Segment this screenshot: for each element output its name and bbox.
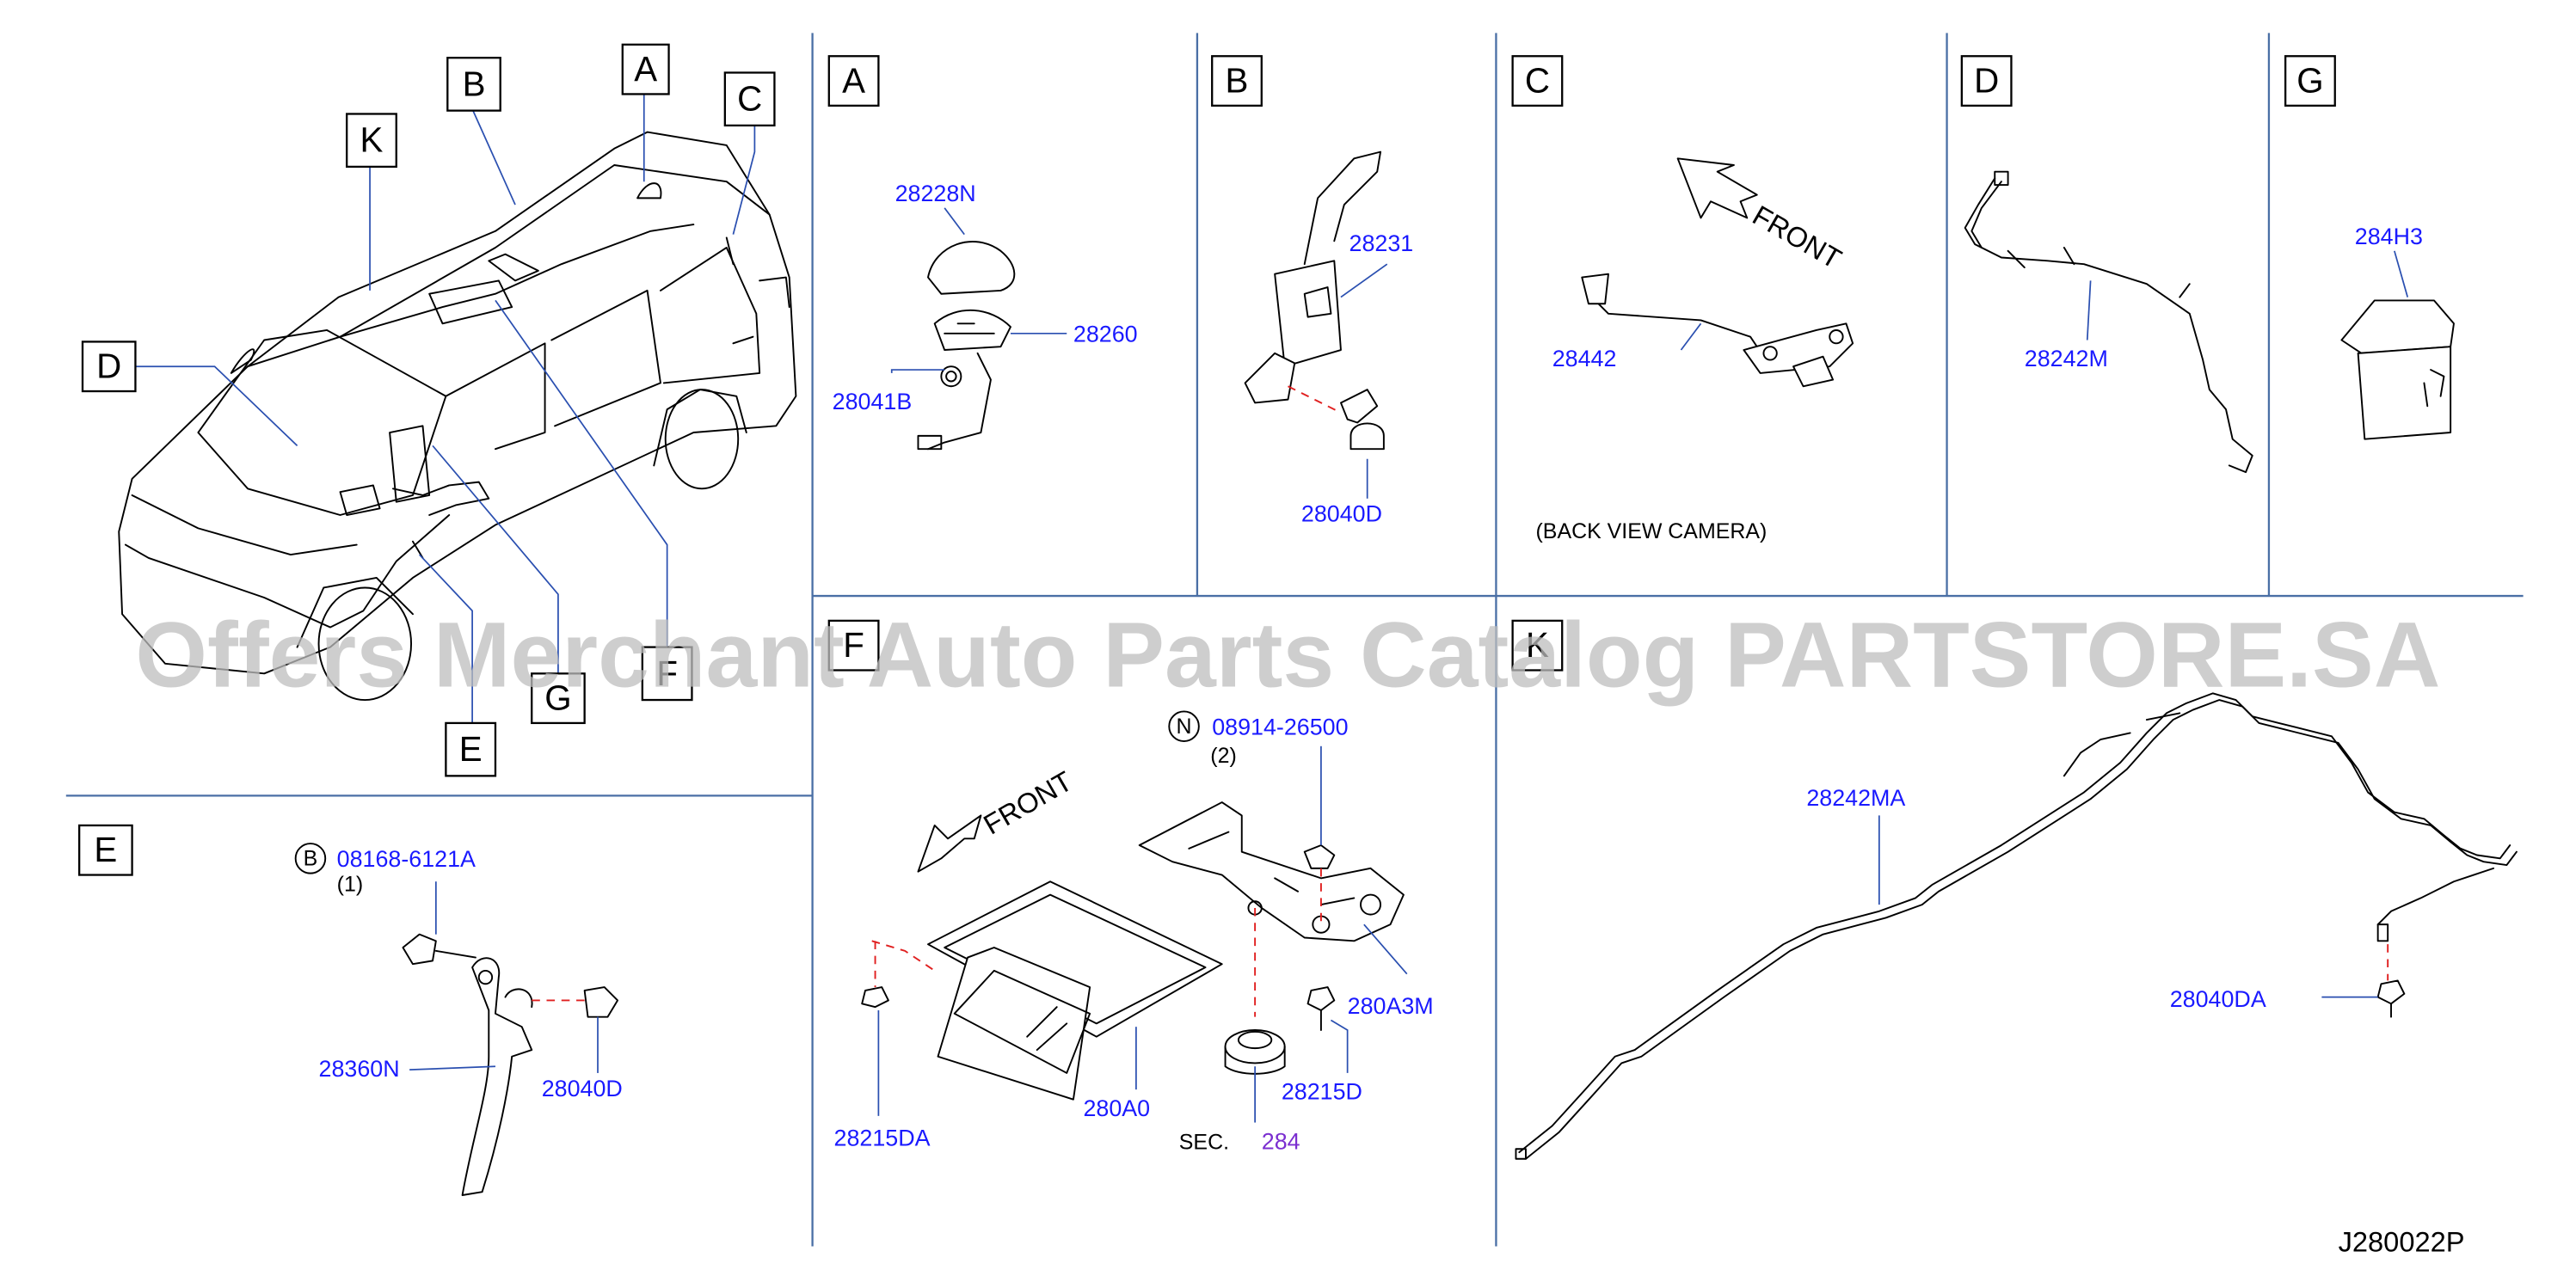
svg-text:A: A [634, 50, 657, 89]
part-28442: 28442 [1552, 346, 1617, 371]
svg-text:C: C [737, 80, 762, 119]
part-28215D: 28215D [1282, 1079, 1362, 1105]
panel-a: A 28228N 28260 28041B [827, 55, 1138, 451]
overview-callout-g: G [531, 672, 586, 725]
front-arrow-icon [1676, 157, 1758, 219]
sec-ref-link[interactable]: 284 [1262, 1128, 1300, 1154]
monitor-screen [937, 947, 1091, 1101]
watermark: Offers Merchant Auto Parts Catalog PARTS… [135, 604, 2440, 707]
panel-e: E B 08168-6121A (1) 28360N 28040D [78, 824, 623, 1196]
overview-callout-e: E [445, 721, 497, 777]
part-28260: 28260 [1073, 321, 1138, 347]
panel-c-label: C [1525, 62, 1550, 101]
panel-f-front: FRONT [978, 764, 1078, 840]
part-28242M: 28242M [2025, 346, 2108, 371]
nut-qty: (2) [1210, 744, 1236, 768]
panel-c: C FRONT 28442 (BACK VIEW CAMERA) [1511, 55, 1854, 543]
part-28040D: 28040D [542, 1076, 623, 1101]
switch-top [2340, 299, 2455, 354]
sec-label: SEC. [1179, 1130, 1229, 1154]
part-280A3M: 280A3M [1348, 993, 1434, 1019]
panel-g: G 284H3 [2284, 55, 2455, 440]
diagram-code: J280022P [2339, 1225, 2465, 1257]
svg-text:G: G [544, 679, 571, 718]
panel-c-note: (BACK VIEW CAMERA) [1536, 519, 1768, 543]
part-28228N: 28228N [895, 181, 976, 206]
switch-body [2357, 346, 2452, 440]
overview-callout-d: D [81, 340, 137, 393]
svg-text:E: E [459, 730, 483, 769]
panel-c-front: FRONT [1748, 199, 1847, 274]
svg-text:D: D [96, 347, 121, 386]
part-28040DA: 28040DA [2170, 986, 2266, 1012]
overview-callout-f: F [641, 646, 693, 702]
panel-d-label: D [1974, 62, 1999, 101]
part-28041B: 28041B [833, 389, 913, 414]
vehicle-overview [118, 131, 797, 701]
panel-k: K 28242MA 28040DA [1511, 619, 2518, 1160]
overview-callouts: A B C K D F G E [81, 43, 776, 777]
svg-text:B: B [463, 64, 486, 103]
ground-strap [461, 957, 533, 1196]
part-280A0: 280A0 [1083, 1095, 1150, 1121]
panel-d: D 28242M [1960, 55, 2253, 474]
mounting-plate [1138, 801, 1405, 942]
part-28242MA: 28242MA [1806, 785, 1905, 811]
bolt-qty: (1) [337, 873, 363, 897]
overview-callout-a: A [621, 43, 670, 95]
panel-b-label: B [1226, 62, 1249, 101]
front-arrow-icon [917, 814, 982, 873]
bolt-symbol: B [304, 846, 318, 870]
overview-callout-b: B [446, 57, 501, 112]
part-08914-26500: 08914-26500 [1212, 714, 1348, 739]
nut-symbol: N [1177, 715, 1192, 739]
panel-e-label: E [94, 831, 117, 869]
panel-grid [65, 33, 2524, 1247]
antenna-base [933, 309, 1011, 351]
panel-k-label: K [1526, 626, 1549, 665]
part-284H3: 284H3 [2355, 224, 2423, 249]
svg-text:K: K [360, 121, 384, 160]
part-08168-6121A: 08168-6121A [337, 846, 476, 872]
part-28231: 28231 [1349, 230, 1414, 256]
overview-callout-k: K [346, 113, 397, 169]
antenna-cover [927, 241, 1016, 295]
part-28215DA: 28215DA [834, 1125, 931, 1150]
overview-callout-c: C [723, 71, 776, 127]
panel-f-label: F [843, 626, 864, 665]
part-28040D: 28040D [1301, 501, 1382, 527]
panel-b: B 28231 28040D [1211, 55, 1414, 527]
svg-text:F: F [656, 654, 678, 693]
part-28360N: 28360N [319, 1056, 400, 1082]
panel-a-label: A [842, 62, 865, 101]
overview-leaders [132, 92, 756, 746]
panel-g-label: G [2296, 62, 2323, 101]
